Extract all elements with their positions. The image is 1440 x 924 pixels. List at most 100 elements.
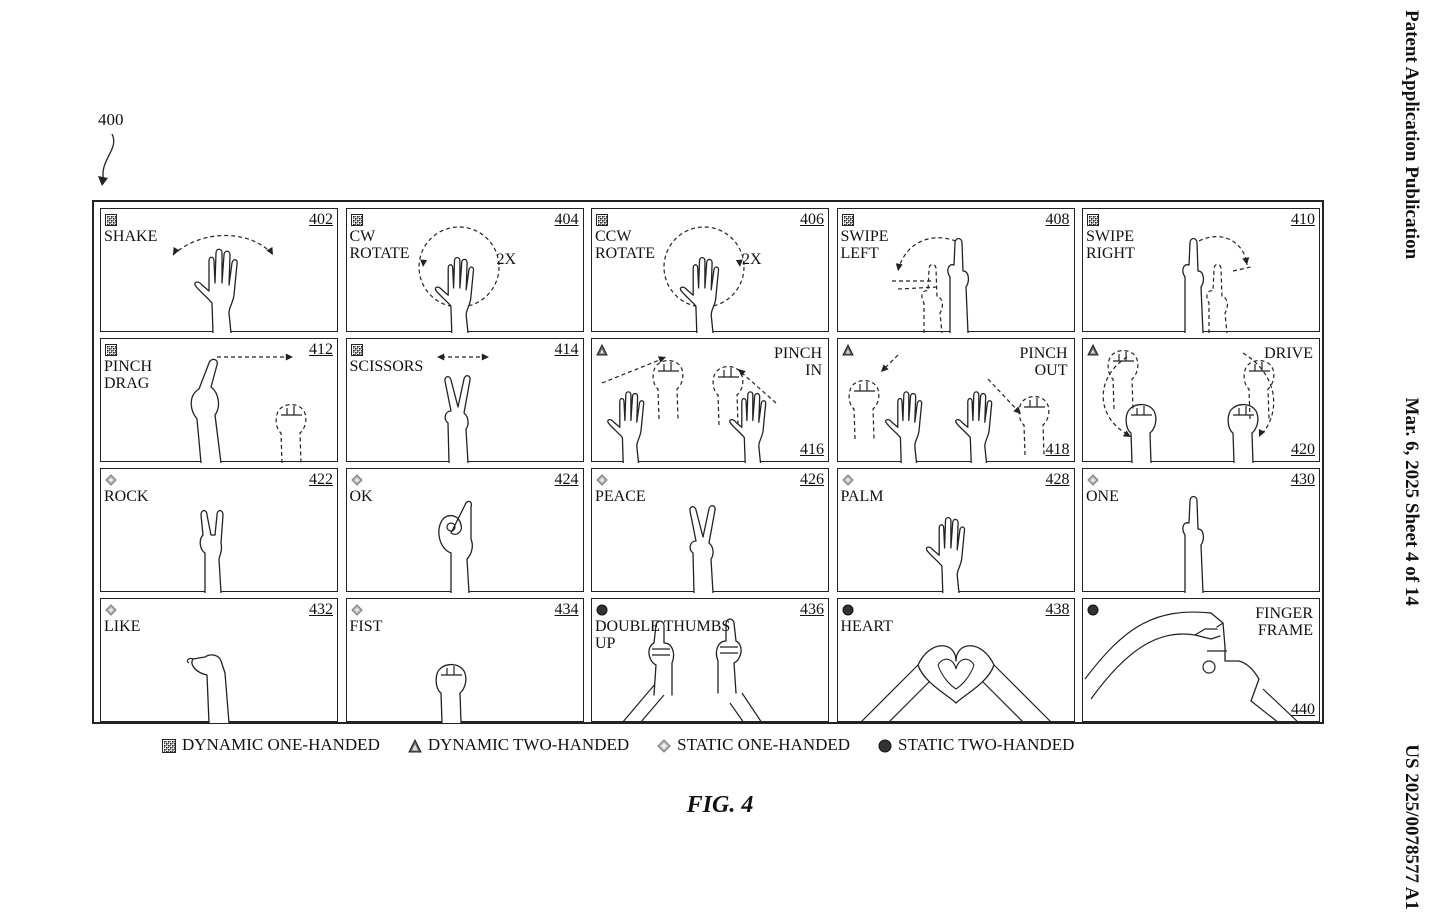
static-one-handed-marker-icon [105,473,117,486]
static-two-handed-marker-icon [596,603,608,616]
one-hand-illustration [1182,495,1205,593]
gesture-label: SHAKE [104,228,158,245]
scissors-hand-illustration [436,353,489,463]
gesture-label: FINGER FRAME [1255,605,1313,639]
gesture-label: CW ROTATE [349,228,410,262]
rotate-ccw-hand-illustration [663,226,745,333]
rock-hand-illustration [199,509,224,593]
dynamic-one-handed-legend-icon [162,738,176,753]
legend-label: DYNAMIC TWO-HANDED [427,735,630,754]
rotate-cw-hand-illustration [417,226,500,333]
dynamic-one-handed-marker-icon [841,213,854,226]
gesture-cell-pinch-out: 418 PINCH OUT [836,338,1075,463]
fist-hand-illustration [434,663,466,723]
gesture-reference-number: 422 [309,471,333,488]
marker-legend: DYNAMIC ONE-HANDED DYNAMIC TWO-HANDED STAT… [162,735,1074,755]
legend-item-dynamic-two-handed: DYNAMIC TWO-HANDED [408,735,629,755]
dynamic-one-handed-marker-icon [1087,213,1099,226]
gesture-reference-number: 436 [800,601,824,618]
gesture-reference-number: 408 [1045,211,1070,228]
gesture-reference-number: 424 [554,471,579,488]
dynamic-one-handed-marker-icon [105,343,117,356]
static-one-handed-marker-icon [1087,473,1099,486]
swipe-right-hand-illustration [1182,236,1252,333]
static-one-handed-marker-icon [350,603,363,616]
gesture-reference-number: 404 [554,211,579,228]
static-one-handed-marker-icon [841,473,854,486]
gesture-reference-number: 412 [309,341,333,358]
header-publication-label: Patent Application Publication [1401,10,1422,260]
double-thumbs-hand-illustration [621,618,763,723]
gesture-reference-number: 440 [1291,701,1315,718]
reference-leader-arrow [98,133,115,186]
gesture-label: SWIPE LEFT [840,228,889,262]
legend-label: STATIC ONE-HANDED [677,735,851,754]
gesture-reference-number: 434 [554,601,579,618]
gesture-reference-number: 410 [1291,211,1315,228]
gesture-label: SCISSORS [349,358,424,375]
gesture-label: SWIPE RIGHT [1086,228,1135,262]
static-one-handed-marker-icon [596,473,608,486]
gesture-label: PEACE [595,488,646,505]
like-hand-illustration [186,654,230,723]
gesture-reference-number: 416 [800,441,824,458]
peace-hand-illustration [689,505,716,593]
gesture-reference-number: 414 [554,341,579,358]
gesture-reference-number: 406 [800,211,824,228]
header-patent-number: US 2025/0078577 A1 [1401,744,1422,910]
gesture-label: PALM [840,488,884,505]
static-one-handed-marker-icon [105,603,117,616]
static-one-handed-marker-icon [350,473,363,486]
gesture-label: PINCH OUT [1019,345,1068,379]
repeat-count-label: 2X [496,251,517,268]
gesture-label: DRIVE [1264,345,1313,362]
gesture-cell-finger-frame: 440 FINGER FRAME [1082,598,1320,723]
dynamic-two-handed-marker-icon [841,343,854,356]
static-two-handed-marker-icon [1087,603,1099,616]
gesture-label: ONE [1086,488,1119,505]
dynamic-one-handed-marker-icon [350,343,363,356]
pinch-in-hand-illustration [601,356,777,463]
legend-label: STATIC TWO-HANDED [898,735,1075,754]
palm-hand-illustration [925,516,965,593]
gesture-label: PINCH IN [773,345,822,379]
gesture-label: HEART [840,618,893,635]
dynamic-two-handed-marker-icon [596,343,608,356]
dynamic-two-handed-legend-icon [408,738,422,753]
heart-hand-illustration [859,645,1052,723]
legend-label: DYNAMIC ONE-HANDED [182,735,380,754]
patent-header: Patent Application Publication Mar. 6, 2… [1390,10,1430,910]
ok-hand-illustration [437,500,473,593]
static-two-handed-legend-icon [878,738,892,753]
dynamic-one-handed-marker-icon [105,213,117,226]
gesture-cell-rotate-cw: 404 CW ROTATE 2X [345,208,584,333]
swipe-left-hand-illustration [891,237,969,333]
legend-item-static-two-handed: STATIC TWO-HANDED [878,735,1074,755]
gesture-reference-number: 432 [309,601,333,618]
legend-item-static-one-handed: STATIC ONE-HANDED [657,735,850,755]
gesture-label: OK [349,488,373,505]
legend-item-dynamic-one-handed: DYNAMIC ONE-HANDED [162,735,380,755]
pinch-out-hand-illustration [848,354,1049,463]
gesture-reference-number: 428 [1045,471,1070,488]
gesture-label: FIST [349,618,383,635]
gesture-reference-number: 418 [1045,441,1070,458]
figure-reference-number: 400 [98,110,124,129]
drive-hand-illustration [1102,350,1275,463]
static-one-handed-legend-icon [657,738,671,753]
gesture-label: ROCK [104,488,149,505]
